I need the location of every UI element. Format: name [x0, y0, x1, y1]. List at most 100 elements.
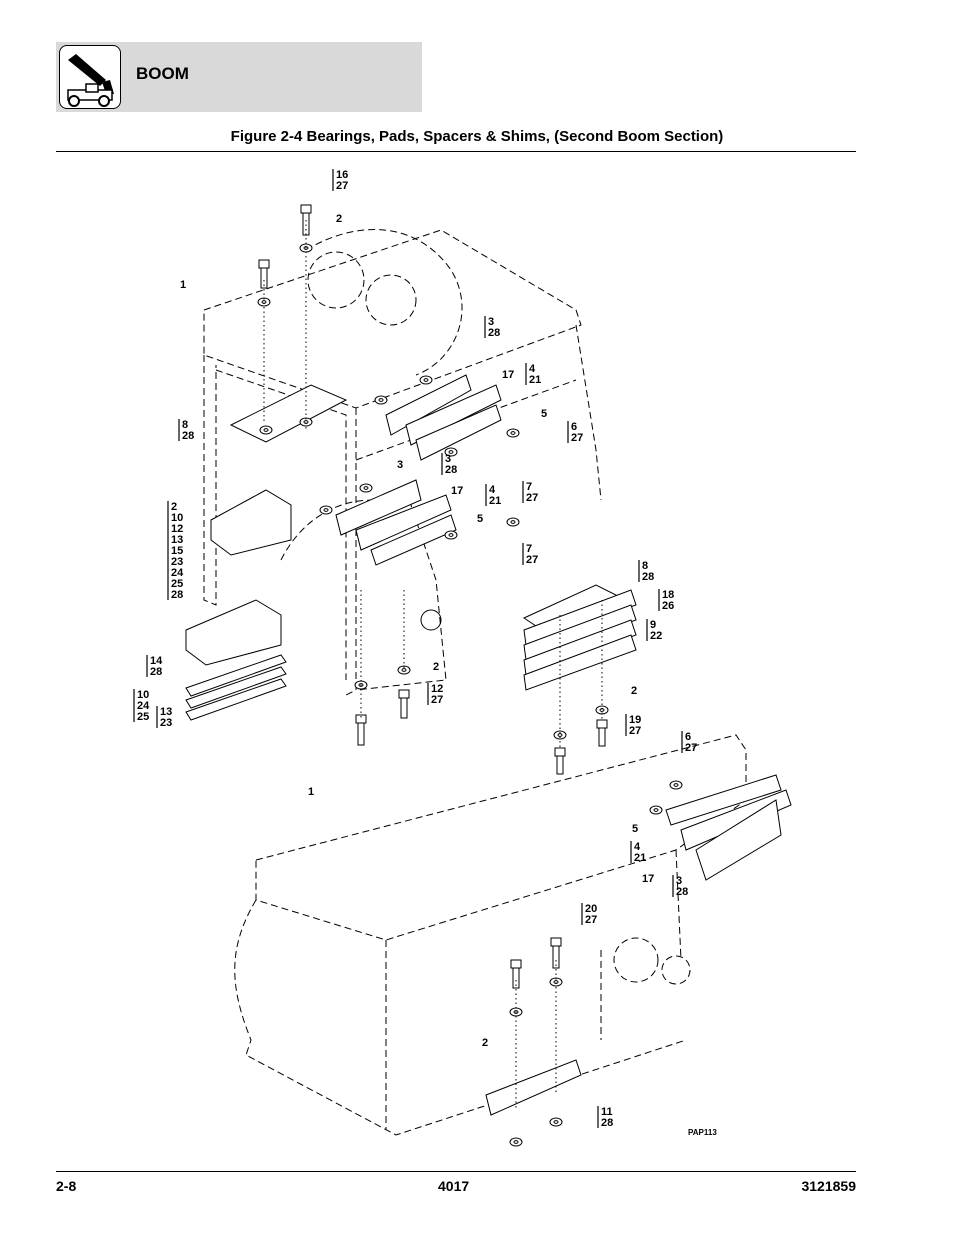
callout-number: 3: [676, 875, 682, 887]
callout-number: 28: [676, 886, 688, 898]
section-title: BOOM: [136, 64, 189, 83]
callout-label: 17: [502, 369, 514, 381]
callout-number: 21: [529, 374, 541, 386]
callout-label: 1: [308, 786, 314, 798]
callout-label: 627: [681, 731, 697, 754]
callout-number: 5: [632, 823, 638, 835]
callout-number: 2: [631, 685, 637, 697]
callout-label: 421: [525, 363, 541, 386]
callout-number: 27: [526, 492, 538, 504]
callout-label: 17: [642, 873, 654, 885]
callout-number: 17: [451, 485, 463, 497]
callout-number: 8: [642, 560, 648, 572]
callout-number: 7: [526, 481, 532, 493]
callout-number: 10: [137, 689, 149, 701]
callout-number: 24: [137, 700, 150, 712]
callout-label: 2: [482, 1037, 488, 1049]
callout-label: 2: [631, 685, 637, 697]
callout-number: 27: [431, 694, 443, 706]
callout-label: 727: [522, 543, 538, 566]
callout-number: 25: [171, 578, 183, 590]
callout-label: 5: [477, 513, 483, 525]
callout-number: 27: [629, 725, 641, 737]
callout-number: 23: [160, 717, 172, 729]
callout-label: 627: [567, 421, 583, 444]
callout-number: 6: [571, 421, 577, 433]
callout-number: 28: [445, 464, 457, 476]
callout-number: 13: [160, 706, 172, 718]
footer-rule: [56, 1171, 856, 1172]
callout-number: 6: [685, 731, 691, 743]
callout-number: 25: [137, 711, 149, 723]
callout-number: 18: [662, 589, 674, 601]
callout-number: 12: [171, 523, 183, 535]
callout-number: 23: [171, 556, 183, 568]
callout-label: 2: [433, 661, 439, 673]
callout-label: 1: [180, 279, 186, 291]
callout-number: 27: [336, 180, 348, 192]
callout-number: 1: [308, 786, 314, 798]
callout-label: 828: [638, 560, 654, 583]
callout-number: 5: [541, 408, 547, 420]
telehandler-logo-icon: [59, 45, 121, 109]
callout-label: 3: [397, 459, 403, 471]
callout-number: 11: [601, 1106, 613, 1118]
callout-number: 3: [445, 453, 451, 465]
model-number: 4017: [438, 1178, 470, 1194]
callout-number: 22: [650, 630, 662, 642]
page-number: 2-8: [56, 1178, 77, 1194]
callout-number: 1: [180, 279, 186, 291]
callout-number: 19: [629, 714, 641, 726]
callout-label: 727: [522, 481, 538, 504]
callout-label: 828: [178, 419, 194, 442]
callout-number: 24: [171, 567, 184, 579]
callout-number: 21: [489, 495, 501, 507]
callout-number: 2: [171, 501, 177, 513]
callout-label: 5: [541, 408, 547, 420]
callout-number: 9: [650, 619, 656, 631]
callout-number: 2: [482, 1037, 488, 1049]
callout-number: 4: [489, 484, 496, 496]
callout-number: 28: [488, 327, 500, 339]
drawing-code: PAP113: [688, 1128, 717, 1137]
callout-label: 328: [672, 875, 688, 898]
callout-number: 28: [601, 1117, 613, 1129]
callout-number: 27: [685, 742, 697, 754]
callout-number: 28: [150, 666, 162, 678]
callout-number: 4: [634, 841, 641, 853]
callout-number: 17: [502, 369, 514, 381]
callout-number: 8: [182, 419, 188, 431]
callout-number: 28: [642, 571, 654, 583]
callout-number: 4: [529, 363, 536, 375]
figure-title: Figure 2-4 Bearings, Pads, Spacers & Shi…: [230, 128, 724, 145]
callout-number: 21: [634, 852, 646, 864]
callout-number: 28: [171, 589, 183, 601]
callout-number: 20: [585, 903, 597, 915]
callout-number: 5: [477, 513, 483, 525]
callout-number: 14: [150, 655, 163, 667]
manual-part-number: 3121859: [801, 1178, 856, 1194]
callout-label: 421: [630, 841, 646, 864]
callout-number: 2: [336, 213, 342, 225]
callout-number: 12: [431, 683, 443, 695]
callout-number: 26: [662, 600, 674, 612]
callout-number: 3: [397, 459, 403, 471]
callout-number: 10: [171, 512, 183, 524]
callout-number: 3: [488, 316, 494, 328]
callout-number: 2: [433, 661, 439, 673]
callout-number: 16: [336, 169, 348, 181]
callout-number: 27: [526, 554, 538, 566]
callout-label: 328: [484, 316, 500, 339]
callout-label: 328: [441, 453, 457, 476]
callout-number: 15: [171, 545, 183, 557]
